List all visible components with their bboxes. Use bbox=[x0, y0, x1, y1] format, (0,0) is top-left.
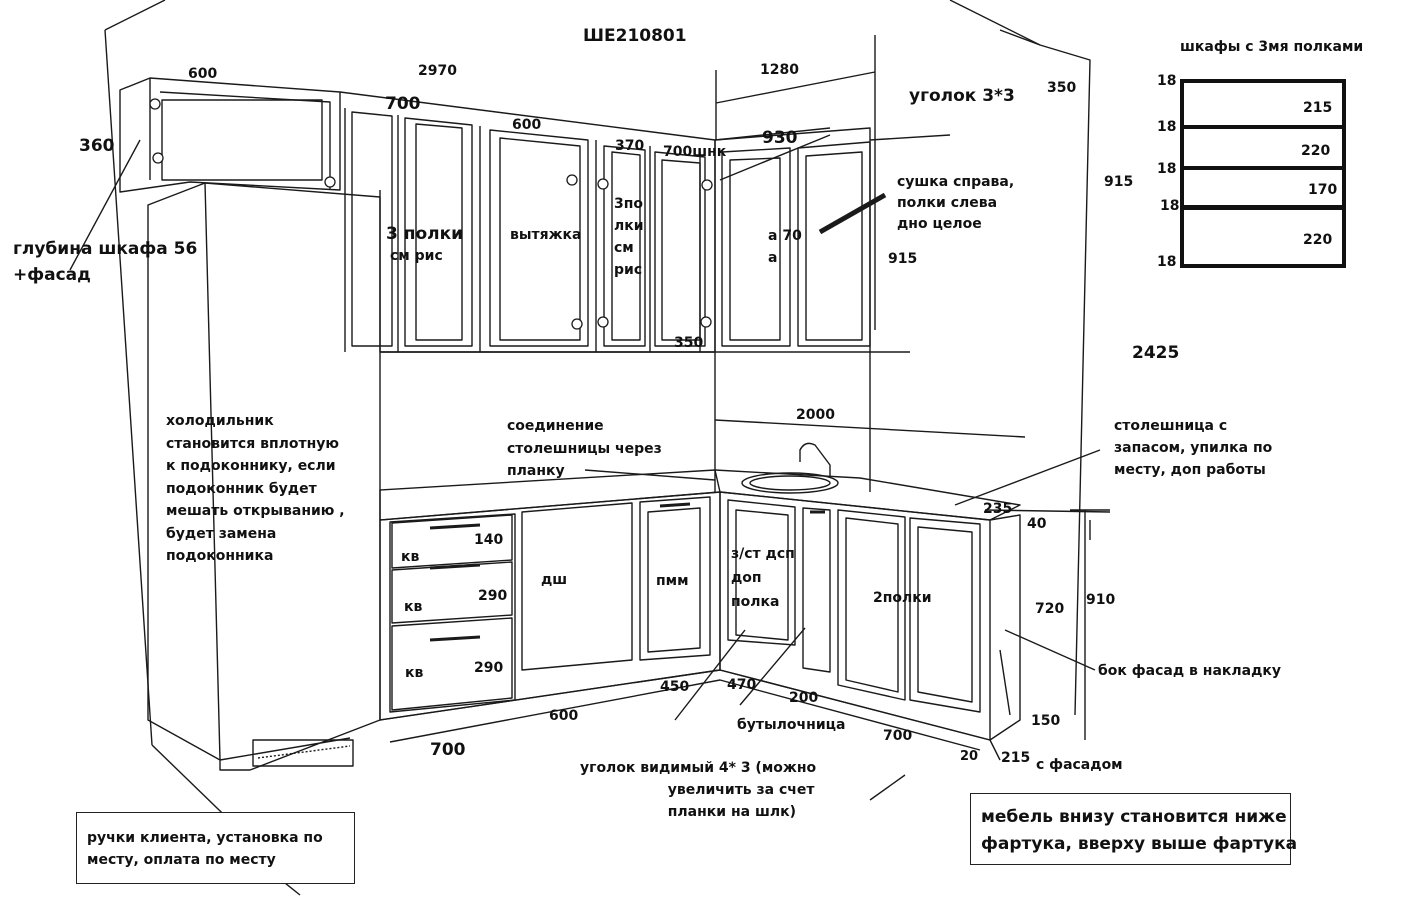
dim-corner-930: 930 bbox=[762, 128, 798, 148]
label-with-facade: с фасадом bbox=[1036, 757, 1123, 773]
upper-cabinet-fridge bbox=[119, 77, 341, 193]
dim-side-215: 215 bbox=[1001, 750, 1031, 766]
dim-2425: 2425 bbox=[1132, 343, 1180, 363]
shelf-thickness-4: 18 bbox=[1160, 198, 1180, 214]
sink bbox=[741, 472, 839, 494]
dim-base-910: 910 bbox=[1086, 592, 1116, 608]
room-wall-right bbox=[999, 29, 1091, 716]
label-hidden-cab-1: а 70 bbox=[768, 228, 802, 244]
label-see-pic: см рис bbox=[390, 248, 443, 264]
label-drawer-kv-1: кв bbox=[401, 549, 420, 565]
dim-lines bbox=[715, 35, 1111, 740]
label-corner-angle: уголок 3*3 bbox=[909, 86, 1015, 106]
label-sink-cabinet: з/ст дсп доп полка bbox=[731, 546, 795, 610]
dim-corner-1280: 1280 bbox=[760, 62, 799, 78]
drawing-title: ШЕ210801 bbox=[583, 26, 687, 46]
dim-counter-40: 40 bbox=[1027, 516, 1047, 532]
shelf-gap-1: 215 bbox=[1303, 100, 1333, 116]
dim-top-600: 600 bbox=[512, 117, 542, 133]
label-two-shelves: 2полки bbox=[873, 590, 932, 606]
label-counter-joint: соединение столешницы через планку bbox=[507, 418, 662, 479]
dim-top-left: 600 bbox=[188, 66, 218, 82]
note-furniture: мебель внизу становится ниже фартука, вв… bbox=[970, 793, 1298, 865]
dim-base-470: 470 bbox=[727, 677, 757, 693]
fridge bbox=[147, 182, 381, 771]
dim-top-370: 370 bbox=[615, 138, 645, 154]
label-fridge-note: холодильник становится вплотную к подоко… bbox=[166, 413, 345, 564]
dim-base-720: 720 bbox=[1035, 601, 1065, 617]
dim-700shnk: 700шнк bbox=[663, 144, 727, 160]
dim-drawer-140: 140 bbox=[474, 532, 504, 548]
shelf-section-4 bbox=[1180, 205, 1346, 268]
label-hood: вытяжка bbox=[510, 227, 582, 243]
label-side-facade: бок фасад в накладку bbox=[1098, 663, 1282, 679]
shelf-gap-4: 220 bbox=[1303, 232, 1333, 248]
dim-360: 360 bbox=[79, 136, 115, 156]
shelf-gap-3: 170 bbox=[1308, 182, 1338, 198]
label-visible-corner: уголок видимый 4* 3 (можно увеличить за … bbox=[580, 760, 817, 820]
dim-top-total: 2970 bbox=[418, 63, 457, 79]
dim-base-200: 200 bbox=[789, 690, 819, 706]
shelf-thickness-2: 18 bbox=[1157, 119, 1177, 135]
label-drawer-kv-3: кв bbox=[405, 665, 424, 681]
dim-top-700: 700 bbox=[385, 94, 421, 114]
dim-350-top: 350 bbox=[1047, 80, 1077, 96]
faucet bbox=[799, 442, 831, 478]
dim-side-20: 20 bbox=[960, 749, 979, 764]
note-client-handles-text: ручки клиента, установка по месту, оплат… bbox=[87, 830, 323, 868]
label-pmm: пмм bbox=[656, 573, 689, 589]
shelf-diagram-title: шкафы с 3мя полками bbox=[1180, 39, 1364, 55]
dim-2000: 2000 bbox=[796, 407, 835, 423]
dim-counter-235: 235 bbox=[983, 501, 1013, 517]
shelf-thickness-3: 18 bbox=[1157, 161, 1177, 177]
dim-base-700-left: 700 bbox=[430, 740, 466, 760]
dim-drawer-290-b: 290 bbox=[474, 660, 504, 676]
dim-base-450: 450 bbox=[660, 679, 690, 695]
shelf-gap-2: 220 bbox=[1301, 143, 1331, 159]
dim-plinth-150: 150 bbox=[1031, 713, 1061, 729]
dim-drawer-290-a: 290 bbox=[478, 588, 508, 604]
note-client-handles: ручки клиента, установка по месту, оплат… bbox=[76, 812, 355, 884]
dim-base-600: 600 bbox=[549, 708, 579, 724]
label-three-shelves-narrow: 3по лки см рис bbox=[614, 196, 644, 278]
label-cabinet-depth: глубина шкафа 56 +фасад bbox=[13, 239, 198, 285]
label-hidden-cab-2: а bbox=[768, 250, 778, 266]
shelf-thickness-1: 18 bbox=[1157, 73, 1177, 89]
label-three-shelves: 3 полки bbox=[386, 224, 464, 244]
base-cabinets-right bbox=[719, 491, 991, 741]
note-furniture-text: мебель внизу становится ниже фартука, вв… bbox=[981, 807, 1298, 854]
dim-base-700-right: 700 bbox=[883, 728, 913, 744]
label-drawer-kv-2: кв bbox=[404, 599, 423, 615]
dim-upper-350: 350 bbox=[674, 335, 704, 351]
shelf-thickness-5: 18 bbox=[1157, 254, 1177, 270]
dim-915-top: 915 bbox=[1104, 174, 1134, 190]
dim-915-right: 915 bbox=[888, 251, 918, 267]
label-dishwasher: дш bbox=[541, 572, 568, 588]
label-dryer: сушка справа, полки слева дно целое bbox=[897, 174, 1015, 232]
label-bottle-holder: бутылочница bbox=[737, 717, 846, 733]
label-counter-spare: столешница с запасом, упилка по месту, д… bbox=[1114, 418, 1273, 478]
